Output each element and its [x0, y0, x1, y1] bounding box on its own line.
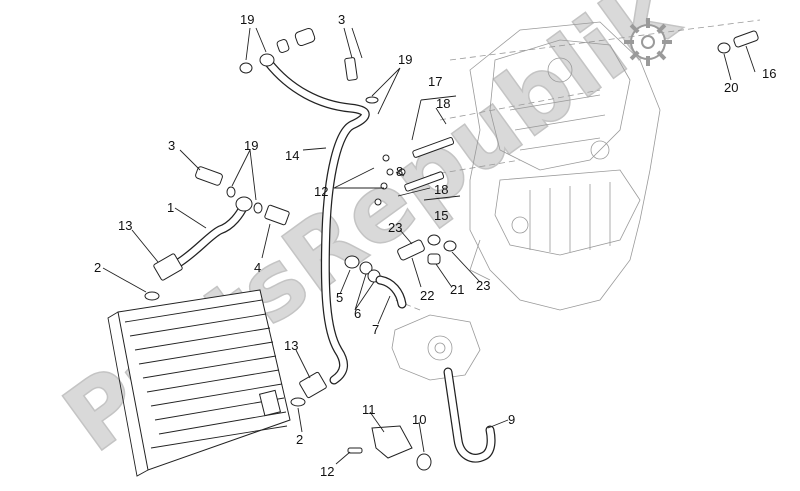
callout-1: 1	[167, 200, 174, 215]
callout-7: 7	[372, 322, 379, 337]
callout-11: 11	[362, 402, 376, 417]
callout-10: 10	[412, 412, 426, 427]
callout-6: 6	[354, 306, 361, 321]
oil-pump-outline	[391, 299, 481, 381]
hose-14	[263, 57, 370, 385]
callout-12-studs: 12	[314, 184, 328, 199]
gear-icon	[624, 18, 672, 66]
callout-5: 5	[336, 290, 343, 305]
callout-13-lower: 13	[284, 338, 298, 353]
callout-4: 4	[254, 260, 261, 275]
hose-1	[175, 201, 249, 267]
callout-2-lower: 2	[296, 432, 303, 447]
callout-20: 20	[724, 80, 738, 95]
oil-cooler-radiator	[107, 289, 291, 477]
callout-17: 17	[428, 74, 442, 89]
callout-2-left: 2	[94, 260, 101, 275]
callout-18-lower: 18	[434, 182, 448, 197]
leader-lines	[102, 27, 756, 465]
callout-8: 8	[396, 164, 403, 179]
callout-14: 14	[285, 148, 299, 163]
callout-13-left: 13	[118, 218, 132, 233]
callout-labels: 19 3 19 17 18 16 20 3 19 14 12 8 18 15 1…	[94, 12, 776, 479]
callout-3-left: 3	[168, 138, 175, 153]
callout-3-top: 3	[338, 12, 345, 27]
callout-23-left: 23	[388, 220, 402, 235]
callout-23-right: 23	[476, 278, 490, 293]
callout-9: 9	[508, 412, 515, 427]
callout-15: 15	[434, 208, 448, 223]
callout-22: 22	[420, 288, 434, 303]
callout-19-top: 19	[240, 12, 254, 27]
callout-19-left: 19	[244, 138, 258, 153]
fittings	[144, 27, 759, 471]
engine-outline	[429, 19, 761, 311]
callout-21: 21	[450, 282, 464, 297]
callout-12-screw: 12	[320, 464, 334, 479]
callout-18-top: 18	[436, 96, 450, 111]
hose-9	[443, 367, 496, 463]
callout-16: 16	[762, 66, 776, 81]
callout-19-right: 19	[398, 52, 412, 67]
